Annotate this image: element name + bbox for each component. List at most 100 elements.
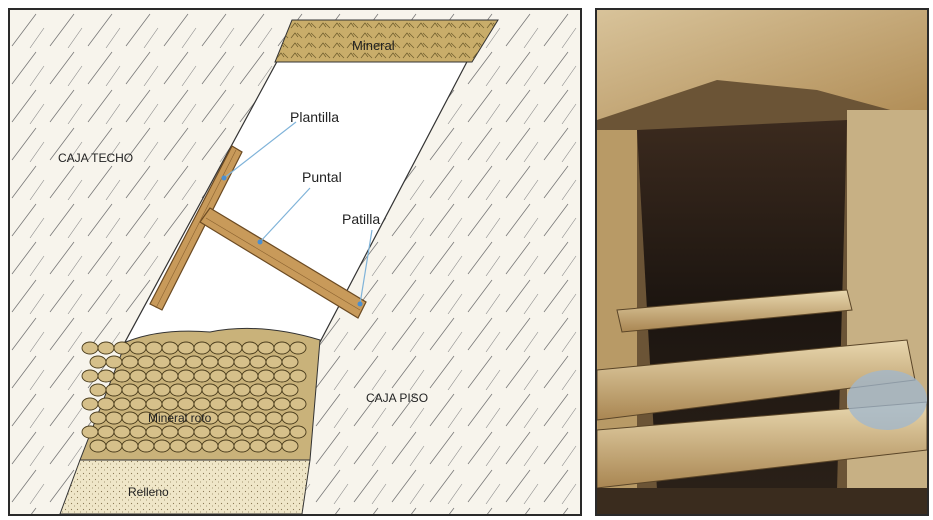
ore-rock [210, 426, 226, 438]
ore-rock [114, 398, 130, 410]
ore-rock [250, 440, 266, 452]
ore-rock [90, 356, 106, 368]
ore-rock [234, 440, 250, 452]
ore-rock [282, 356, 298, 368]
ore-rock [138, 440, 154, 452]
ore-rock [266, 384, 282, 396]
ore-rock [114, 342, 130, 354]
ore-rock [106, 412, 122, 424]
ore-rock [106, 384, 122, 396]
ore-rock [202, 384, 218, 396]
label-puntal: Puntal [302, 169, 342, 185]
ore-rock [162, 370, 178, 382]
ore-rock [98, 426, 114, 438]
ore-rock [106, 440, 122, 452]
ore-rock [194, 398, 210, 410]
photo-floor [597, 488, 927, 514]
ore-rock [90, 440, 106, 452]
ore-rock [258, 426, 274, 438]
ore-rock [194, 426, 210, 438]
ore-rock [266, 440, 282, 452]
ore-rock [186, 384, 202, 396]
ore-rock [210, 342, 226, 354]
ore-rock [146, 398, 162, 410]
ore-rock [98, 398, 114, 410]
ore-rock [242, 370, 258, 382]
label-caja-techo: CAJA TECHO [58, 151, 133, 165]
ore-rock [154, 384, 170, 396]
label-plantilla: Plantilla [290, 109, 339, 125]
ore-rock [154, 440, 170, 452]
ore-rock [170, 356, 186, 368]
ore-rock [290, 426, 306, 438]
ore-rock [202, 440, 218, 452]
fill-texture [60, 460, 310, 514]
ore-rock [90, 412, 106, 424]
ore-rock [146, 426, 162, 438]
ore-rock [194, 370, 210, 382]
plantilla-leader-dot [222, 176, 227, 181]
ore-rock [258, 398, 274, 410]
ore-rock [170, 384, 186, 396]
ore-rock [234, 412, 250, 424]
ore-rock [82, 370, 98, 382]
label-caja-piso: CAJA PISO [366, 391, 428, 405]
ore-rock [130, 370, 146, 382]
ore-rock [162, 342, 178, 354]
ore-rock [226, 426, 242, 438]
ore-rock [82, 426, 98, 438]
mine-photo-icon [597, 10, 927, 514]
ore-rock [226, 370, 242, 382]
ore-rock [210, 370, 226, 382]
ore-rock [98, 342, 114, 354]
ore-rock [82, 342, 98, 354]
ore-rock [98, 370, 114, 382]
ore-rock [138, 356, 154, 368]
label-relleno: Relleno [128, 485, 169, 499]
ore-rock [218, 412, 234, 424]
ore-rock [290, 370, 306, 382]
ore-rock [250, 356, 266, 368]
ore-rock [122, 440, 138, 452]
ore-rock [106, 356, 122, 368]
label-patilla: Patilla [342, 211, 380, 227]
label-mineral: Mineral [352, 38, 395, 53]
ore-rock [186, 440, 202, 452]
ore-rock [194, 342, 210, 354]
ore-rock [218, 384, 234, 396]
ore-rock [218, 440, 234, 452]
ore-rock [114, 426, 130, 438]
puntal-leader-dot [258, 240, 263, 245]
ore-rock [266, 412, 282, 424]
ore-rock [130, 342, 146, 354]
ore-rock [274, 426, 290, 438]
ore-rock [202, 356, 218, 368]
ore-rock [250, 384, 266, 396]
ore-rock [242, 426, 258, 438]
ore-rock [162, 398, 178, 410]
photo-blue-tarp [847, 370, 927, 430]
ore-rock [178, 342, 194, 354]
ore-rock [250, 412, 266, 424]
mine-photo-panel [595, 8, 929, 516]
ore-rock [130, 398, 146, 410]
ore-rock [154, 356, 170, 368]
ore-rock [274, 342, 290, 354]
ore-rock [122, 356, 138, 368]
ore-rock [266, 356, 282, 368]
ore-rock [178, 370, 194, 382]
ore-rock [226, 398, 242, 410]
ore-rock [82, 398, 98, 410]
ore-rock [218, 356, 234, 368]
ore-rock [130, 426, 146, 438]
ore-rock [178, 398, 194, 410]
ore-rock [146, 342, 162, 354]
ore-rock [162, 426, 178, 438]
ore-rock [290, 342, 306, 354]
stope-diagram: Mineral Plantilla CAJA TECHO Puntal Pati… [10, 10, 580, 514]
ore-rock [258, 342, 274, 354]
ore-rock [170, 440, 186, 452]
ore-rock [226, 342, 242, 354]
ore-rock [122, 384, 138, 396]
ore-rock [114, 370, 130, 382]
